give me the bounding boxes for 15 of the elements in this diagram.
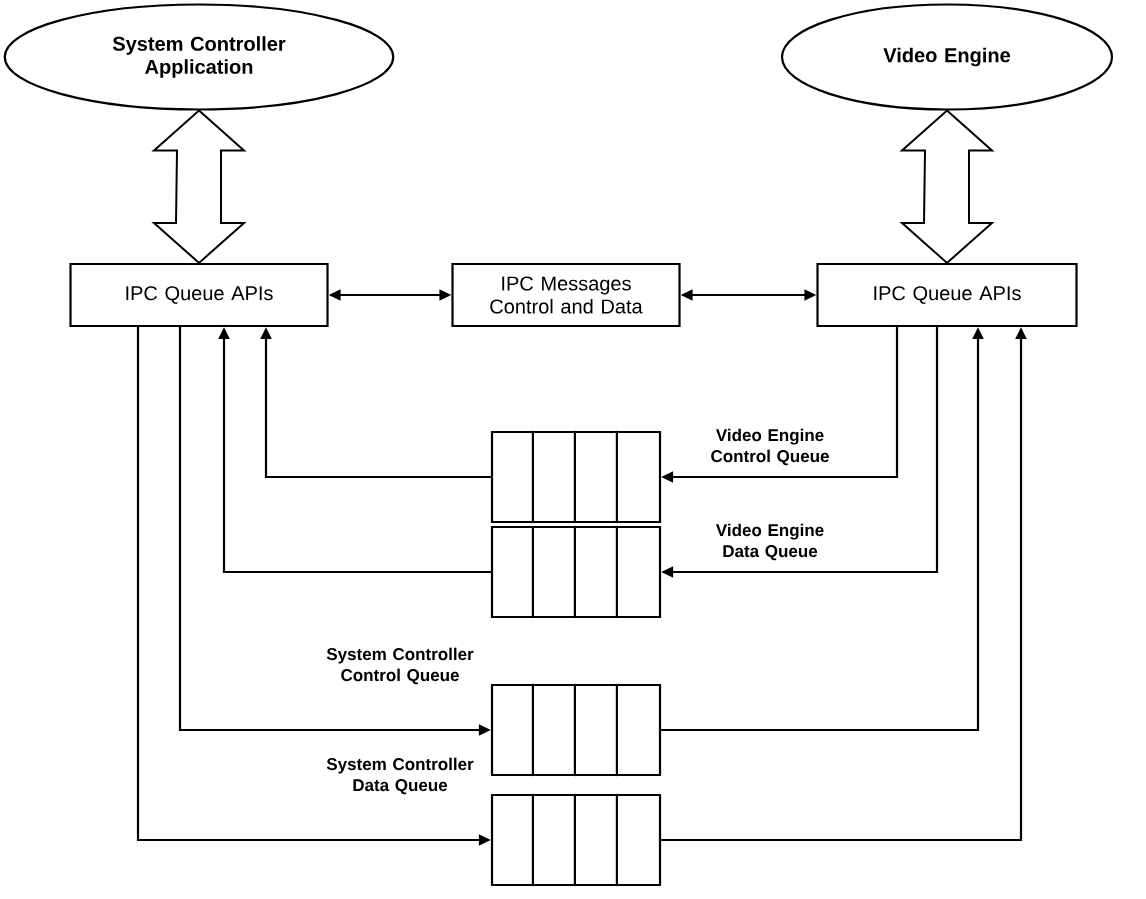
queue-drawing bbox=[490, 793, 662, 887]
queue-drawing bbox=[490, 525, 662, 619]
queue-label: System Controller Data Queue bbox=[326, 757, 474, 795]
process-box: IPC Messages Control and Data bbox=[451, 262, 681, 328]
queue-label: System Controller Control Queue bbox=[326, 647, 474, 685]
process-box: IPC Queue APIs bbox=[816, 262, 1078, 328]
queue-label: Video Engine Data Queue bbox=[715, 523, 824, 561]
block-arrow bbox=[151, 109, 247, 265]
ellipse-node: System Controller Application bbox=[3, 3, 395, 111]
queue-drawing bbox=[490, 430, 662, 524]
process-box: IPC Queue APIs bbox=[69, 262, 329, 328]
block-arrow bbox=[899, 109, 995, 265]
queue-drawing bbox=[490, 683, 662, 777]
ellipse-node: Video Engine bbox=[780, 3, 1114, 111]
queue-label: Video Engine Control Queue bbox=[711, 428, 829, 466]
